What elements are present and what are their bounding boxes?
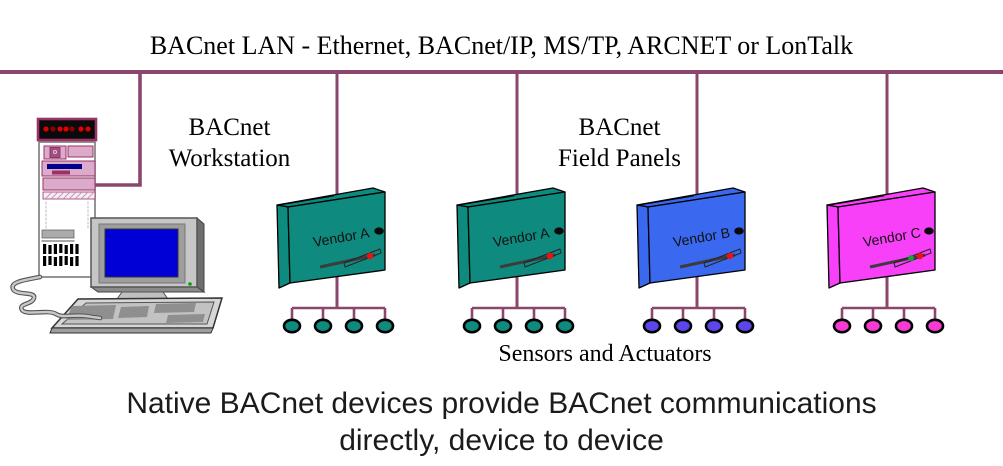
tower-vents — [43, 244, 79, 266]
panel-knob — [554, 227, 564, 235]
panel-red-led — [726, 252, 734, 260]
tower-led-lights — [43, 126, 91, 132]
network-lines — [0, 70, 1003, 308]
caption-line2: directly, device to device — [339, 424, 664, 457]
field-panels-label: BACnet Field Panels — [522, 112, 717, 174]
panel-slot — [319, 253, 376, 269]
field-panel-1: Vendor A — [276, 187, 386, 289]
tower-drive-bays — [41, 145, 96, 200]
sensor-nodes — [282, 318, 945, 334]
field-panel-2: Vendor A — [456, 187, 566, 289]
field-panels-label-line1: BACnet — [578, 114, 661, 141]
field-panel-4: Vendor C — [826, 187, 936, 289]
monitor-side-shadow — [196, 216, 205, 293]
sensor-buses — [290, 306, 937, 320]
sensors-actuators-label: Sensors and Actuators — [498, 341, 712, 367]
panel-red-led — [916, 252, 924, 260]
field-panel-3: Vendor B — [636, 187, 746, 289]
workstation-graphic — [10, 117, 224, 334]
monitor-power-led — [188, 282, 192, 286]
workstation-label: BACnet Workstation — [132, 112, 327, 174]
monitor-screen — [104, 228, 179, 278]
panel-green-led — [908, 255, 914, 261]
lan-title: BACnet LAN - Ethernet, BACnet/IP, MS/TP,… — [149, 31, 854, 60]
workstation-drop-line — [86, 74, 142, 187]
caption: Native BACnet devices provide BACnet com… — [0, 385, 1003, 459]
tower-hatch-strip — [42, 191, 96, 200]
field-panels-label-line2: Field Panels — [558, 145, 681, 172]
caption-line1: Native BACnet devices provide BACnet com… — [126, 387, 877, 420]
panel-red-led — [546, 252, 554, 260]
hatch-ticks — [45, 192, 94, 199]
panel-knob — [924, 227, 934, 235]
workstation-label-line1: BACnet — [188, 114, 271, 141]
workstation-label-line2: Workstation — [168, 145, 291, 172]
panel-front-face — [287, 191, 386, 284]
keyboard-lip — [49, 327, 214, 334]
panel-lid-seam — [279, 195, 335, 206]
panel-red-led — [366, 252, 374, 260]
panel-knob — [734, 227, 744, 235]
tower-gray-bar — [41, 229, 75, 239]
panel-knob — [374, 227, 384, 235]
